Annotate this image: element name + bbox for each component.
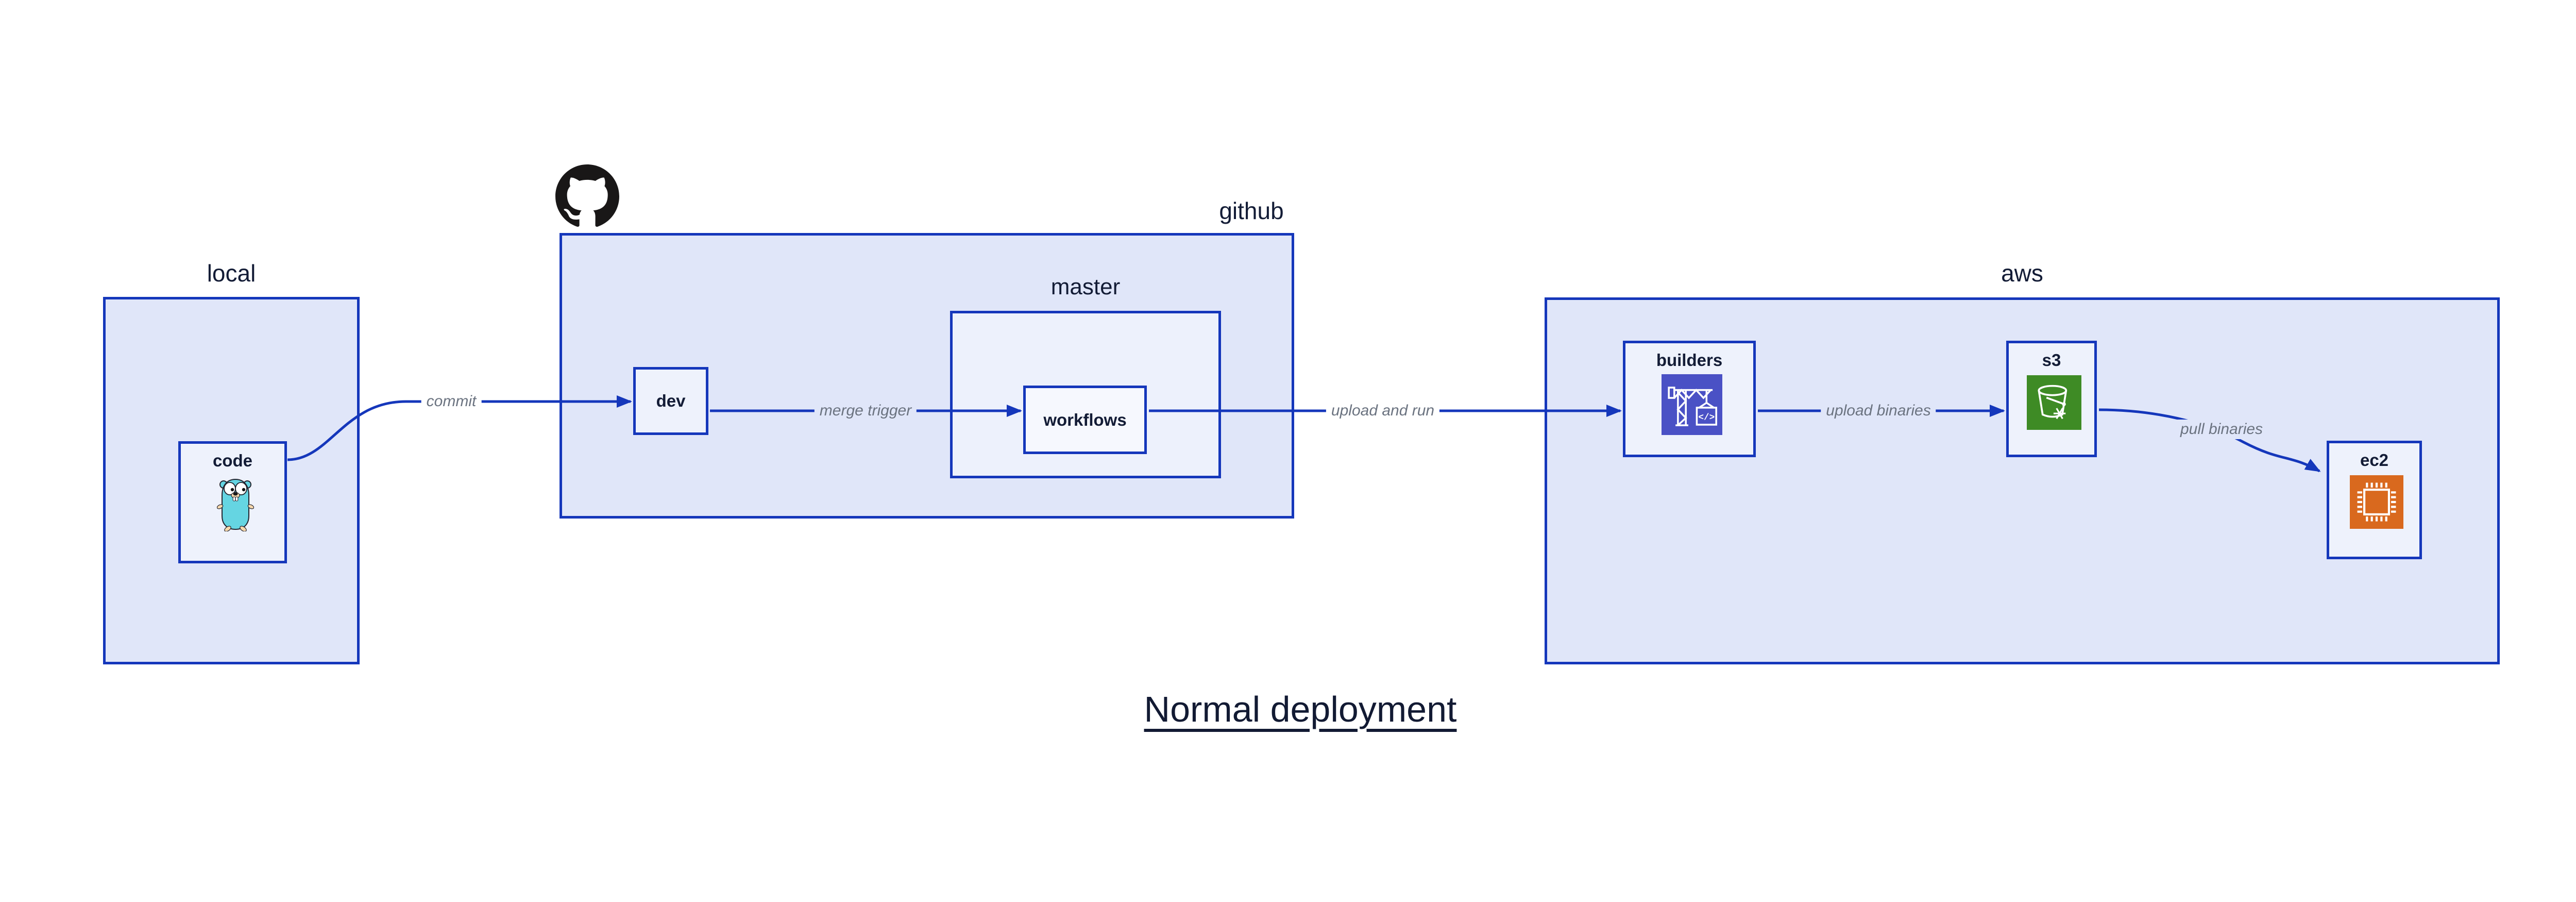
code-brackets-glyph: </> — [1698, 413, 1715, 423]
workflows-node-label: workflows — [1043, 410, 1127, 429]
builders-node-label: builders — [1656, 350, 1723, 370]
dev-node-label: dev — [656, 391, 686, 410]
edge-label-commit: commit — [421, 392, 482, 411]
code-node-label: code — [212, 451, 253, 470]
snowflake-glyph — [2053, 408, 2066, 420]
edge-label-upload-and-run: upload and run — [1326, 401, 1440, 421]
go-gopher-icon — [216, 477, 255, 532]
local-group-label: local — [207, 260, 256, 287]
edge-label-pull-binaries: pull binaries — [2175, 420, 2268, 439]
github-group-label: github — [1219, 197, 1284, 224]
ec2-node-label: ec2 — [2360, 450, 2389, 470]
master-group-label: master — [1050, 274, 1121, 299]
code-node: code — [178, 441, 287, 563]
ec2-chip-icon — [2350, 475, 2403, 529]
builders-node: builders </> — [1623, 341, 1756, 457]
ec2-node: ec2 — [2327, 441, 2422, 559]
s3-node: s3 — [2006, 341, 2097, 457]
aws-group-label: aws — [2001, 260, 2043, 287]
s3-bucket-icon — [2027, 375, 2081, 430]
github-octocat-icon — [555, 164, 619, 228]
diagram-title: Normal deployment — [1144, 689, 1457, 729]
edge-label-upload-binaries: upload binaries — [1821, 401, 1936, 421]
dev-node: dev — [633, 367, 708, 435]
edge-label-merge-trigger: merge trigger — [814, 401, 917, 421]
codebuild-crane-icon: </> — [1662, 374, 1722, 435]
workflows-node: workflows — [1023, 386, 1147, 454]
s3-node-label: s3 — [2042, 350, 2061, 370]
